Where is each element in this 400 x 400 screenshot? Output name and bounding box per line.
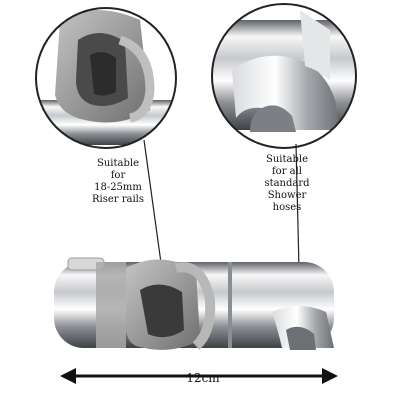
rail-clamp-closeup [35, 7, 177, 149]
rail-compatibility-label: Suitable for 18-25mm Riser rails [86, 158, 150, 206]
hose-compatibility-label: Suitable for all standard Shower hoses [252, 154, 322, 214]
hose-label-line: hoses [272, 202, 302, 213]
rail-label-line: 18-25mm [94, 182, 142, 193]
hose-label-line: for all [271, 166, 303, 177]
rail-leader-line [143, 139, 163, 271]
hose-label-line: standard [264, 178, 310, 189]
hose-label-line: Suitable [266, 154, 308, 165]
shower-slider-product [54, 257, 334, 350]
hose-label-line: Shower [267, 190, 307, 201]
rail-label-line: for [110, 170, 126, 181]
hose-cradle-closeup [211, 3, 357, 149]
rail-label-line: Suitable [97, 158, 139, 169]
dimension-arrow [60, 368, 338, 384]
rail-label-line: Riser rails [91, 194, 144, 205]
dimension-label: 12cm [186, 371, 220, 385]
